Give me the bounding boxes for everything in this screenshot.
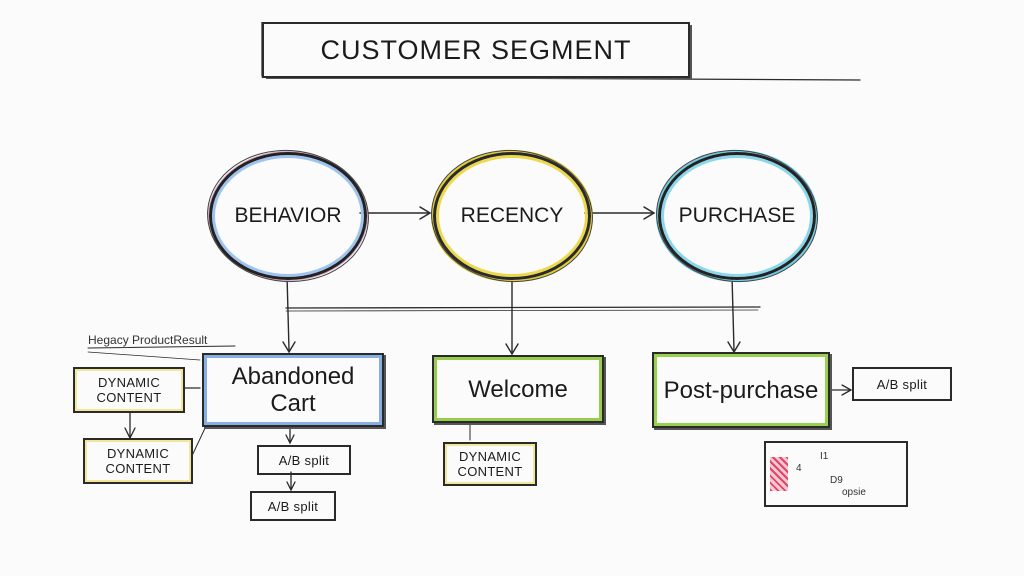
node-recency: RECENCY [433, 152, 591, 280]
pink-hatch-mark [770, 457, 788, 491]
node-behavior-label: BEHAVIOR [234, 204, 342, 227]
campaign-abandoned-cart: Abandoned Cart [202, 353, 384, 427]
node-purchase-label: PURCHASE [678, 204, 796, 227]
campaign-post-purchase: Post-purchase [652, 352, 830, 428]
ab-split-box-1: A/B split [257, 445, 351, 475]
dynamic-content-box-2: DYNAMIC CONTENT [83, 438, 193, 484]
dynamic-content-box-1: DYNAMIC CONTENT [73, 367, 185, 413]
node-recency-label: RECENCY [460, 204, 564, 227]
legend-mark-3: D9 [830, 475, 843, 486]
dynamic-content-2-line1: DYNAMIC [106, 446, 170, 461]
drop-behavior [286, 274, 290, 351]
campaign-welcome: Welcome [432, 355, 604, 423]
sketch-legend-box: I1 4 D9 opsie [764, 441, 908, 507]
drop-purchase [731, 275, 735, 351]
node-purchase: PURCHASE [658, 152, 816, 280]
abandoned-cart-line2: Cart [270, 390, 316, 417]
abandoned-cart-line1: Abandoned [231, 363, 355, 390]
diagram-title: CUSTOMER SEGMENT [262, 22, 690, 78]
ab-split-box-3: A/B split [852, 367, 952, 401]
legend-mark-2: 4 [796, 463, 802, 474]
welcome-label: Welcome [468, 375, 568, 403]
legend-mark-4: opsie [842, 487, 866, 498]
ab-split-box-2: A/B split [250, 491, 336, 521]
dynamic-content-1-line1: DYNAMIC [97, 375, 161, 390]
post-purchase-label: Post-purchase [663, 376, 819, 404]
dynamic-content-2-line2: CONTENT [105, 461, 171, 476]
legend-mark-1: I1 [820, 451, 829, 462]
dynamic-content-1-line2: CONTENT [96, 390, 162, 405]
segment-bus [285, 306, 761, 309]
dynamic-content-3-line2: CONTENT [457, 464, 523, 479]
scribble-note: Hegacy ProductResult [88, 333, 208, 347]
node-behavior: BEHAVIOR [209, 152, 367, 280]
dynamic-content-3-line1: DYNAMIC [458, 449, 522, 464]
dynamic-content-box-3: DYNAMIC CONTENT [443, 442, 537, 486]
